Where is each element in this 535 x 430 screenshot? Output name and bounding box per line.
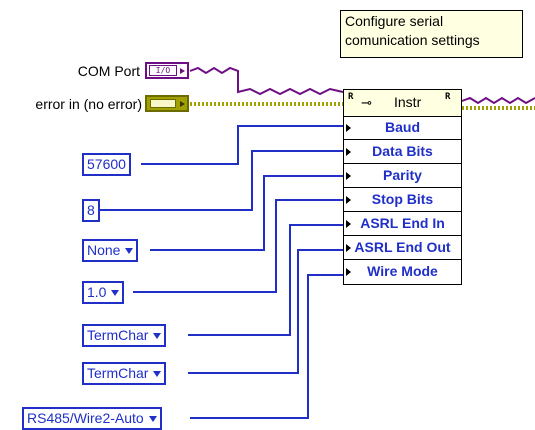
com-port-wire — [189, 66, 344, 96]
chevron-down-icon[interactable] — [153, 371, 162, 378]
com-port-wire-out — [461, 96, 535, 105]
comment-line-1: Configure serial — [345, 13, 444, 29]
prop-label: Baud — [385, 119, 420, 135]
chevron-down-icon[interactable] — [111, 290, 120, 297]
prop-parity[interactable]: Parity — [344, 164, 461, 188]
parity-wire — [150, 175, 343, 251]
end-in-ring[interactable]: TermChar — [82, 324, 167, 347]
prop-wire-mode[interactable]: Wire Mode — [344, 260, 461, 284]
output-arrow-icon — [180, 101, 185, 107]
refnum-in-icon: R — [348, 92, 354, 102]
wire-mode-value: RS485/Wire2-Auto — [27, 410, 144, 426]
chevron-down-icon[interactable] — [125, 248, 134, 255]
baud-constant[interactable]: 57600 — [82, 153, 131, 176]
stop-bits-ring[interactable]: 1.0 — [82, 281, 125, 304]
prop-label: Parity — [383, 167, 422, 183]
prop-asrl-end-out[interactable]: ASRL End Out — [344, 236, 461, 260]
prop-baud[interactable]: Baud — [344, 116, 461, 140]
end-out-value: TermChar — [87, 365, 149, 381]
prop-label: Stop Bits — [371, 191, 434, 207]
comment-box: Configure serial comunication settings — [340, 10, 523, 58]
stop-bits-value: 1.0 — [87, 284, 107, 300]
cluster-icon — [150, 99, 176, 108]
input-arrow-icon — [346, 244, 351, 252]
wire-mode-ring[interactable]: RS485/Wire2-Auto — [22, 407, 162, 430]
chevron-down-icon[interactable] — [148, 416, 157, 423]
comment-line-2: comunication settings — [345, 32, 480, 48]
prop-label: Data Bits — [372, 143, 433, 159]
property-node[interactable]: R ⊸ Instr R Baud Data Bits Parity Stop B… — [343, 89, 462, 285]
input-arrow-icon — [346, 196, 351, 204]
data-bits-wire — [98, 150, 343, 211]
input-arrow-icon — [346, 148, 351, 156]
chevron-down-icon[interactable] — [153, 333, 162, 340]
prop-asrl-end-in[interactable]: ASRL End In — [344, 212, 461, 236]
property-node-title: Instr — [394, 94, 422, 110]
input-arrow-icon — [346, 124, 351, 132]
stop-bits-wire — [133, 199, 343, 293]
parity-ring[interactable]: None — [82, 239, 139, 262]
io-icon: I/O — [149, 65, 177, 76]
data-bits-constant[interactable]: 8 — [82, 199, 100, 222]
end-in-wire — [188, 224, 343, 336]
prop-stop-bits[interactable]: Stop Bits — [344, 188, 461, 212]
input-arrow-icon — [346, 268, 351, 276]
output-arrow-icon — [180, 68, 185, 74]
prop-label: Wire Mode — [367, 263, 438, 279]
prop-data-bits[interactable]: Data Bits — [344, 140, 461, 164]
prop-label: ASRL End In — [360, 215, 445, 231]
error-in-label: error in (no error) — [35, 96, 142, 112]
baud-wire — [141, 125, 343, 165]
connector-icon: ⊸ — [361, 95, 372, 110]
input-arrow-icon — [346, 172, 351, 180]
com-port-terminal[interactable]: I/O — [145, 62, 189, 79]
refnum-out-icon: R — [445, 92, 451, 102]
data-bits-value: 8 — [87, 202, 95, 218]
com-port-label: COM Port — [77, 63, 140, 79]
end-out-wire — [188, 249, 343, 374]
prop-label: ASRL End Out — [354, 239, 451, 255]
error-in-terminal[interactable] — [145, 95, 189, 112]
baud-value: 57600 — [87, 156, 126, 172]
end-in-value: TermChar — [87, 327, 149, 343]
wire-mode-wire — [190, 274, 343, 419]
property-node-header: R ⊸ Instr R — [344, 90, 461, 117]
end-out-ring[interactable]: TermChar — [82, 362, 167, 385]
input-arrow-icon — [346, 220, 351, 228]
parity-value: None — [87, 242, 121, 258]
